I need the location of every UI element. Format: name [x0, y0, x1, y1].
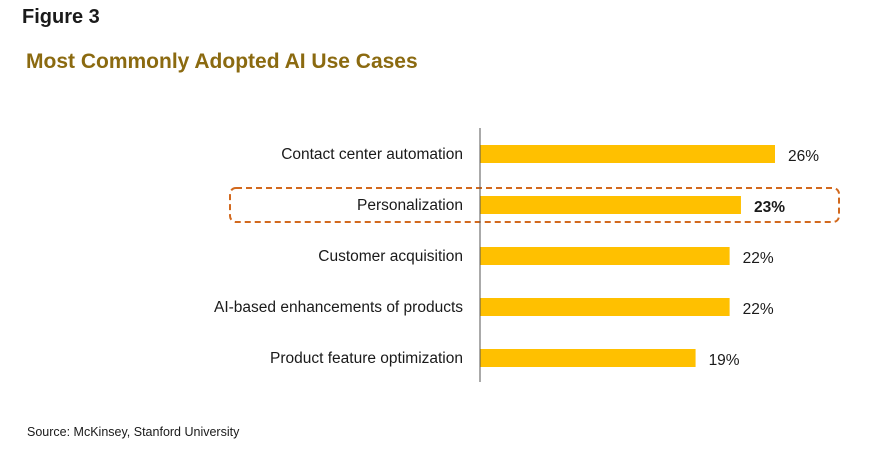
- source-note: Source: McKinsey, Stanford University: [27, 425, 240, 439]
- bar: [480, 298, 730, 316]
- value-label: 26%: [788, 148, 819, 165]
- category-label: AI-based enhancements of products: [214, 299, 463, 316]
- category-label: Customer acquisition: [318, 248, 463, 265]
- bar: [480, 196, 741, 214]
- bar: [480, 349, 696, 367]
- chart-title: Most Commonly Adopted AI Use Cases: [26, 50, 418, 73]
- category-label: Product feature optimization: [270, 350, 463, 367]
- value-label: 19%: [709, 352, 740, 369]
- value-label: 23%: [754, 199, 785, 216]
- value-label: 22%: [743, 250, 774, 267]
- category-label: Personalization: [357, 197, 463, 214]
- category-label: Contact center automation: [281, 146, 463, 163]
- figure-label: Figure 3: [22, 6, 100, 28]
- value-label: 22%: [743, 301, 774, 318]
- bar: [480, 145, 775, 163]
- highlight-box: [229, 187, 840, 223]
- bar: [480, 247, 730, 265]
